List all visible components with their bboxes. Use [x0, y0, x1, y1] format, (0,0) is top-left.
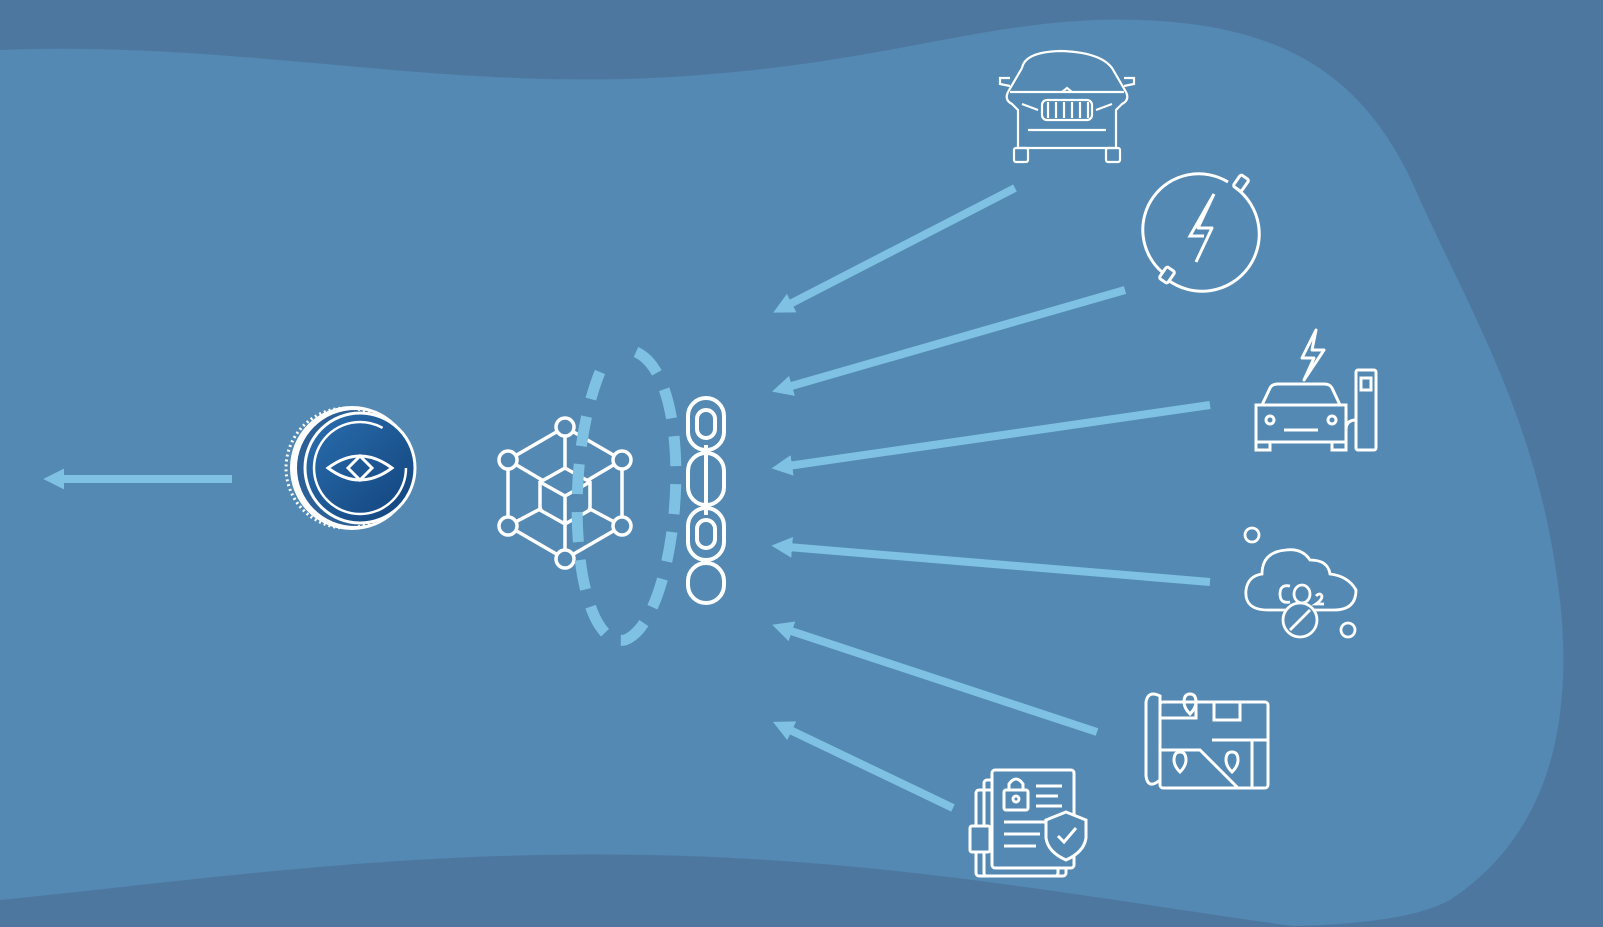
arrow-from-document — [772, 721, 955, 812]
bottom-band — [0, 854, 1300, 927]
dashed-arc — [571, 346, 682, 646]
ev-charging-station-icon — [1254, 328, 1378, 452]
car-front-icon — [998, 49, 1136, 164]
route-map-icon — [1144, 692, 1270, 790]
arrow-from-map — [772, 621, 1099, 736]
arrow-from-charging — [772, 286, 1127, 396]
arrow-from-co2 — [771, 536, 1211, 586]
arrows — [43, 184, 1211, 812]
coin-eye-icon — [284, 406, 417, 530]
arrow-from-station — [771, 401, 1211, 476]
secure-document-icon — [968, 768, 1088, 878]
charging-plug-circle-icon — [1141, 172, 1261, 293]
network-cube-icon — [497, 416, 633, 570]
chain-link-icon — [686, 396, 726, 605]
co2-reduction-cloud-icon — [1243, 526, 1358, 639]
background-blob — [0, 19, 1564, 927]
arrow-from-car — [773, 184, 1017, 313]
